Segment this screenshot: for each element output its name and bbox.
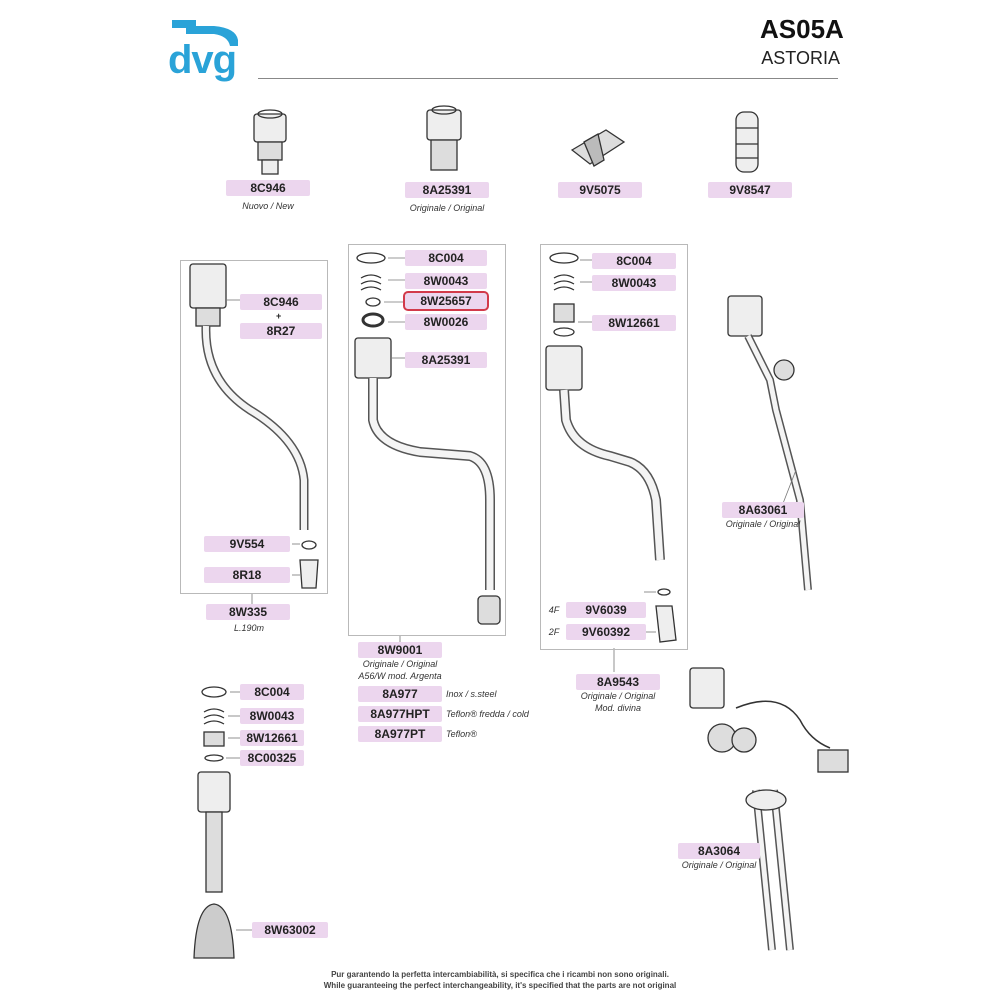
part-label[interactable]: 8W9001 bbox=[358, 642, 442, 658]
part-note: Originale / Original bbox=[580, 691, 656, 701]
tip-prefix: 2F bbox=[548, 627, 560, 637]
part-label[interactable]: 8W0026 bbox=[405, 314, 487, 330]
part-label[interactable]: 8A977PT bbox=[358, 726, 442, 742]
fitting-8A25391-icon bbox=[426, 105, 462, 171]
part-label[interactable]: 8W335 bbox=[206, 604, 290, 620]
group-box-2 bbox=[348, 244, 506, 636]
part-label[interactable]: 9V8547 bbox=[708, 182, 792, 198]
part-label[interactable]: 8W63002 bbox=[252, 922, 328, 938]
tip-prefix: 4F bbox=[548, 605, 560, 615]
part-label[interactable]: 8A25391 bbox=[405, 352, 487, 368]
part-label[interactable]: 8A25391 bbox=[405, 182, 489, 198]
part-note: Inox / s.steel bbox=[446, 689, 497, 699]
part-note: Originale / Original bbox=[409, 203, 485, 213]
part-label[interactable]: 8W12661 bbox=[240, 730, 304, 746]
tube-9V8547-icon bbox=[735, 111, 759, 173]
part-label[interactable]: 8R18 bbox=[204, 567, 290, 583]
footer-disclaimer-en: While guaranteeing the perfect interchan… bbox=[323, 981, 677, 990]
header-divider bbox=[258, 78, 838, 79]
box3-parts-icon bbox=[545, 252, 677, 643]
part-label[interactable]: 8W0043 bbox=[240, 708, 304, 724]
part-label[interactable]: 8C00325 bbox=[240, 750, 304, 766]
part-label[interactable]: 8W0043 bbox=[592, 275, 676, 291]
part-note: Teflon® bbox=[446, 729, 477, 739]
steam-tube-8A63061-icon bbox=[727, 295, 812, 591]
part-label[interactable]: 8A9543 bbox=[576, 674, 660, 690]
part-note: Originale / Original bbox=[362, 659, 438, 669]
part-note: Originale / Original bbox=[725, 519, 801, 529]
part-label[interactable]: 8C004 bbox=[240, 684, 304, 700]
part-label[interactable]: 8C946 bbox=[240, 294, 322, 310]
steam-tube-8A3064-icon bbox=[689, 667, 849, 951]
part-note: Mod. divina bbox=[594, 703, 642, 713]
part-note: L.190m bbox=[233, 623, 265, 633]
part-note: Originale / Original bbox=[681, 860, 757, 870]
plus-sign: + bbox=[276, 311, 282, 321]
part-label[interactable]: 8A3064 bbox=[678, 843, 760, 859]
part-label[interactable]: 9V60392 bbox=[566, 624, 646, 640]
part-label[interactable]: 8C004 bbox=[592, 253, 676, 269]
part-label[interactable]: 8C004 bbox=[405, 250, 487, 266]
group-box-1 bbox=[180, 260, 328, 594]
steam-tube-8W335-icon bbox=[189, 263, 319, 589]
clip-9V5075-icon bbox=[570, 129, 626, 167]
box2-parts-icon bbox=[354, 252, 501, 625]
part-note: Nuovo / New bbox=[242, 201, 294, 211]
part-label[interactable]: 9V5075 bbox=[558, 182, 642, 198]
part-label-highlighted[interactable]: 8W25657 bbox=[403, 291, 489, 311]
brand-name: ASTORIA bbox=[761, 48, 840, 68]
part-note: A56/W mod. Argenta bbox=[358, 671, 442, 681]
document-code: AS05A bbox=[760, 14, 844, 44]
part-label[interactable]: 8C946 bbox=[226, 180, 310, 196]
group-box-3 bbox=[540, 244, 688, 650]
logo-text: dvg bbox=[168, 38, 237, 82]
part-label[interactable]: 8W0043 bbox=[405, 273, 487, 289]
part-label[interactable]: 9V554 bbox=[204, 536, 290, 552]
part-label[interactable]: 8W12661 bbox=[592, 315, 676, 331]
tip-8W63002-icon bbox=[193, 686, 235, 959]
part-label[interactable]: 8R27 bbox=[240, 323, 322, 339]
part-label[interactable]: 8A977 bbox=[358, 686, 442, 702]
part-note: Teflon® fredda / cold bbox=[446, 709, 529, 719]
footer-disclaimer-it: Pur garantendo la perfetta intercambiabi… bbox=[331, 970, 669, 979]
part-label[interactable]: 8A63061 bbox=[722, 502, 804, 518]
part-label[interactable]: 9V6039 bbox=[566, 602, 646, 618]
logo-faucet-icon bbox=[172, 20, 238, 46]
fitting-8C946-icon bbox=[253, 109, 287, 175]
part-label[interactable]: 8A977HPT bbox=[358, 706, 442, 722]
